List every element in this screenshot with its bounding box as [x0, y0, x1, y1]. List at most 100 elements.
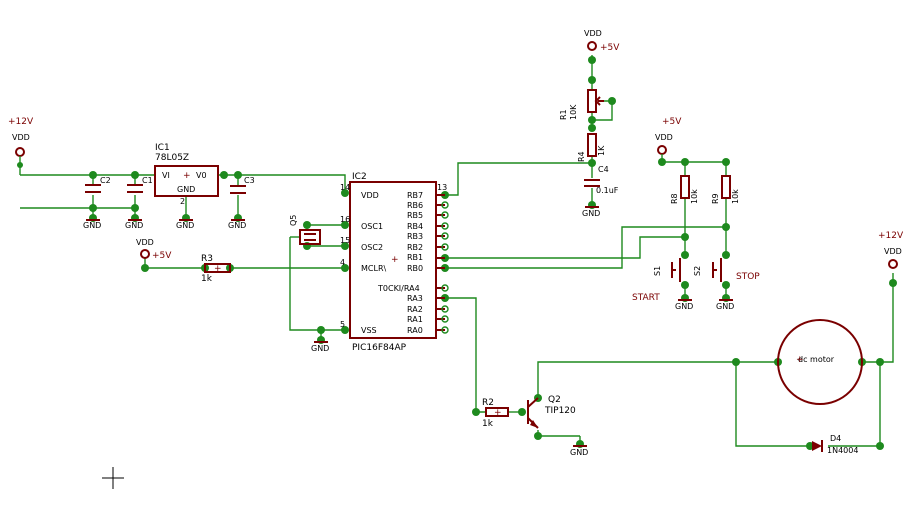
- svg-text:10k: 10k: [690, 189, 699, 204]
- svg-text:VDD: VDD: [584, 29, 602, 38]
- svg-text:GND: GND: [570, 448, 588, 457]
- svg-text:10k: 10k: [731, 189, 740, 204]
- svg-text:78L05Z: 78L05Z: [155, 153, 189, 163]
- svg-text:RA0: RA0: [407, 326, 423, 335]
- svg-text:TIP120: TIP120: [544, 406, 576, 416]
- svg-text:GND: GND: [177, 185, 195, 194]
- svg-text:RB3: RB3: [407, 232, 423, 241]
- svg-text:R3: R3: [201, 254, 213, 264]
- svg-text:IC2: IC2: [352, 172, 367, 182]
- svg-text:RA1: RA1: [407, 315, 423, 324]
- svg-text:+: +: [391, 255, 399, 265]
- switch-s2: STOP: [712, 258, 760, 282]
- svg-text:+: +: [183, 171, 191, 181]
- svg-text:GND: GND: [228, 221, 246, 230]
- svg-text:VI: VI: [162, 171, 170, 180]
- dc-motor: dc motor +: [777, 319, 863, 405]
- supply-12v-motor: +12V VDD: [878, 231, 904, 269]
- potentiometer-r1: R1 10K: [559, 89, 604, 120]
- svg-text:RB0: RB0: [407, 264, 423, 273]
- svg-text:IC1: IC1: [155, 143, 170, 153]
- svg-text:GND: GND: [675, 302, 693, 311]
- svg-text:D4: D4: [830, 434, 841, 443]
- svg-text:VDD: VDD: [136, 238, 154, 247]
- svg-text:VDD: VDD: [884, 247, 902, 256]
- svg-text:+5V: +5V: [600, 43, 620, 53]
- svg-text:+: +: [214, 264, 222, 274]
- switch-s1: S1 S2 START: [632, 258, 702, 303]
- svg-text:1k: 1k: [201, 274, 213, 284]
- svg-text:4: 4: [340, 258, 345, 267]
- svg-text:T0CKI/RA4: T0CKI/RA4: [377, 284, 420, 293]
- svg-text:C1: C1: [142, 176, 153, 185]
- svg-text:RB5: RB5: [407, 211, 423, 220]
- svg-text:dc motor: dc motor: [798, 355, 835, 364]
- svg-text:0.1uF: 0.1uF: [596, 186, 619, 195]
- svg-text:+12V: +12V: [878, 231, 904, 241]
- ic1-regulator: IC1 78L05Z VI V0 GND + 2: [154, 143, 219, 206]
- svg-text:OSC1: OSC1: [361, 222, 383, 231]
- resistor-r4: R4 1K: [577, 133, 606, 162]
- svg-text:GND: GND: [716, 302, 734, 311]
- svg-text:Q5: Q5: [289, 215, 298, 226]
- svg-text:MCLR\: MCLR\: [361, 264, 387, 273]
- svg-text:1K: 1K: [597, 145, 606, 156]
- svg-text:+5V: +5V: [152, 251, 172, 261]
- svg-text:13: 13: [437, 183, 447, 192]
- svg-text:OSC2: OSC2: [361, 243, 383, 252]
- svg-text:1N4004: 1N4004: [827, 446, 858, 455]
- resistor-r3: + R3 1k: [201, 254, 231, 284]
- svg-text:R4: R4: [577, 151, 586, 162]
- ic2-microcontroller: IC2 PIC16F84AP VDD OSC1 OSC2 MCLR\ VSS 1…: [340, 172, 449, 353]
- supply-5v-r8: +5V VDD: [655, 117, 682, 162]
- resistor-r2: + R2 1k: [482, 398, 509, 429]
- svg-text:10K: 10K: [569, 104, 578, 120]
- svg-text:RB6: RB6: [407, 201, 423, 210]
- supply-5v-top: VDD +5V: [584, 29, 620, 53]
- svg-text:GND: GND: [311, 344, 329, 353]
- svg-text:RA2: RA2: [407, 305, 423, 314]
- svg-text:C4: C4: [598, 165, 609, 174]
- transistor-q2: Q2 TIP120: [527, 395, 576, 429]
- svg-text:RA3: RA3: [407, 294, 423, 303]
- svg-text:VDD: VDD: [12, 133, 30, 142]
- supply-5v-r3: VDD +5V: [136, 238, 172, 261]
- svg-text:RB4: RB4: [407, 222, 423, 231]
- svg-text:RB7: RB7: [407, 191, 423, 200]
- capacitor-c1: C1: [127, 176, 153, 193]
- svg-text:15: 15: [340, 236, 350, 245]
- svg-text:R1: R1: [559, 109, 568, 120]
- svg-text:RB1: RB1: [407, 253, 423, 262]
- svg-text:5: 5: [340, 320, 345, 329]
- gnd-symbols: GND GND GND GND GND GND GND GND GND: [83, 206, 734, 457]
- svg-text:R9: R9: [711, 193, 720, 204]
- capacitor-c3: C3: [230, 176, 255, 194]
- svg-text:C2: C2: [100, 176, 111, 185]
- svg-text:+: +: [494, 408, 502, 418]
- crystal-q5: Q5: [289, 215, 321, 245]
- svg-text:C3: C3: [244, 176, 255, 185]
- svg-text:+: +: [796, 355, 804, 365]
- svg-text:14: 14: [340, 183, 350, 192]
- svg-text:+12V: +12V: [8, 117, 34, 127]
- junction-dots: [89, 56, 897, 450]
- svg-text:STOP: STOP: [736, 272, 760, 282]
- svg-text:R8: R8: [670, 193, 679, 204]
- svg-text:Q2: Q2: [548, 395, 561, 405]
- svg-text:16: 16: [340, 215, 350, 224]
- svg-text:2: 2: [180, 197, 185, 206]
- svg-text:RB2: RB2: [407, 243, 423, 252]
- svg-text:VSS: VSS: [361, 326, 377, 335]
- capacitor-c2: C2: [85, 176, 111, 193]
- svg-text:PIC16F84AP: PIC16F84AP: [352, 343, 407, 353]
- crosshair-cursor-icon: [102, 467, 124, 489]
- svg-text:VDD: VDD: [655, 133, 673, 142]
- svg-text:V0: V0: [196, 171, 207, 180]
- svg-text:R2: R2: [482, 398, 494, 408]
- svg-text:START: START: [632, 293, 660, 303]
- resistor-r9: R9 10k: [711, 175, 740, 204]
- svg-text:GND: GND: [176, 221, 194, 230]
- resistor-r8: R8 10k: [670, 175, 699, 204]
- svg-text:VDD: VDD: [361, 191, 379, 200]
